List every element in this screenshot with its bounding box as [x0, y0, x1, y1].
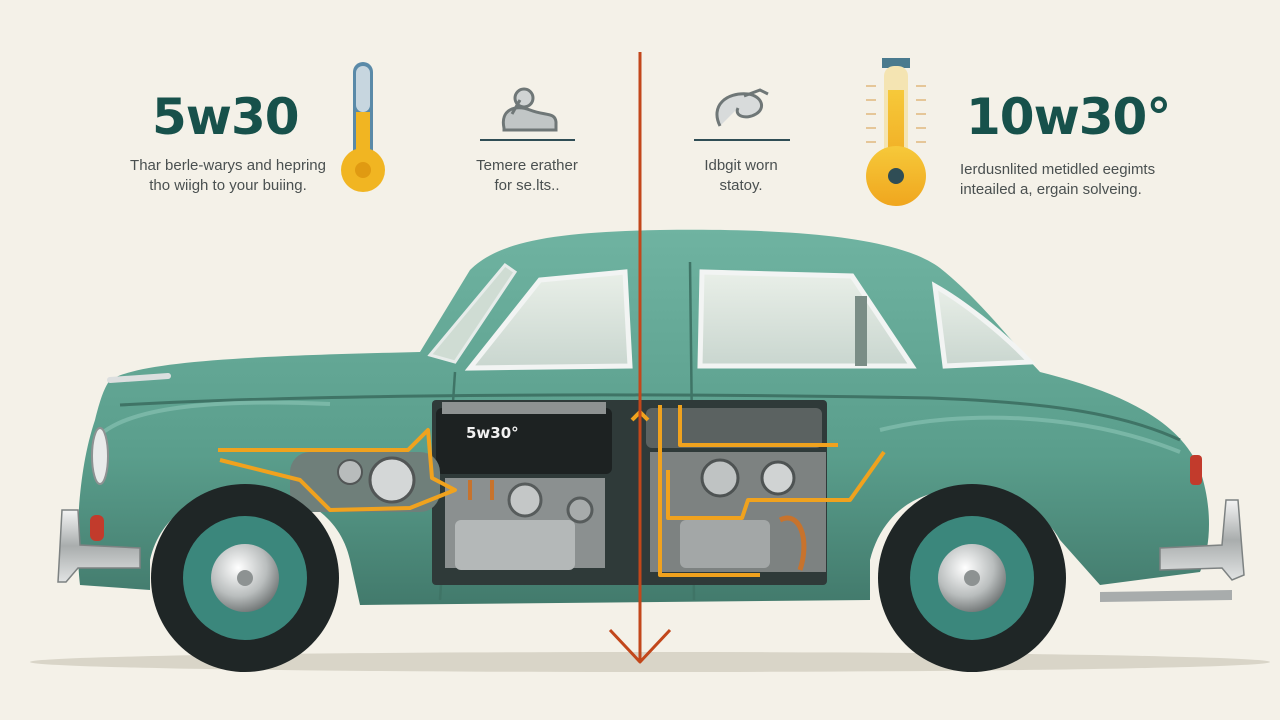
center-left-description-line1: Temere erather	[476, 157, 578, 174]
thermometer-icon	[341, 62, 385, 192]
right-description-line2: inteailed a, ergain solveing.	[960, 181, 1142, 198]
center-right-description: Idbgit worn statoy.	[676, 156, 806, 196]
center-right-description-line2: statoy.	[719, 177, 763, 194]
car-windows	[427, 262, 1036, 371]
divider-arrow-icon	[608, 52, 672, 664]
left-description-line1: Thar berle-warys and hepring	[130, 157, 326, 174]
engine-block-left	[436, 408, 612, 474]
right-description: Ierdusnlited metidled eegimts inteailed …	[960, 160, 1180, 200]
center-right-description-line1: Idbgit worn	[704, 157, 778, 174]
grade-10w30: 10w30°	[966, 88, 1171, 146]
rear-bumper	[1100, 455, 1245, 602]
right-description-line1: Ierdusnlited metidled eegimts	[960, 161, 1156, 178]
engine-cutaway	[290, 400, 827, 585]
center-left-description: Temere erather for se.lts..	[452, 156, 602, 196]
engine-oil-label: 5w30°	[466, 424, 519, 442]
thermometer-icon	[866, 58, 926, 206]
front-wheel	[151, 484, 339, 672]
grade-5w30: 5w30	[152, 88, 300, 146]
engine-block-right	[646, 408, 822, 448]
turbo-icon	[694, 88, 790, 141]
turbo-icon	[480, 87, 575, 141]
front-bumper	[57, 373, 171, 583]
center-left-description-line2: for se.lts..	[494, 177, 560, 194]
oil-flow-path	[218, 405, 886, 577]
left-description-line2: tho wiigh to your buiing.	[149, 177, 307, 194]
rear-wheel	[878, 484, 1066, 672]
left-description: Thar berle-warys and hepring tho wiigh t…	[110, 156, 346, 196]
